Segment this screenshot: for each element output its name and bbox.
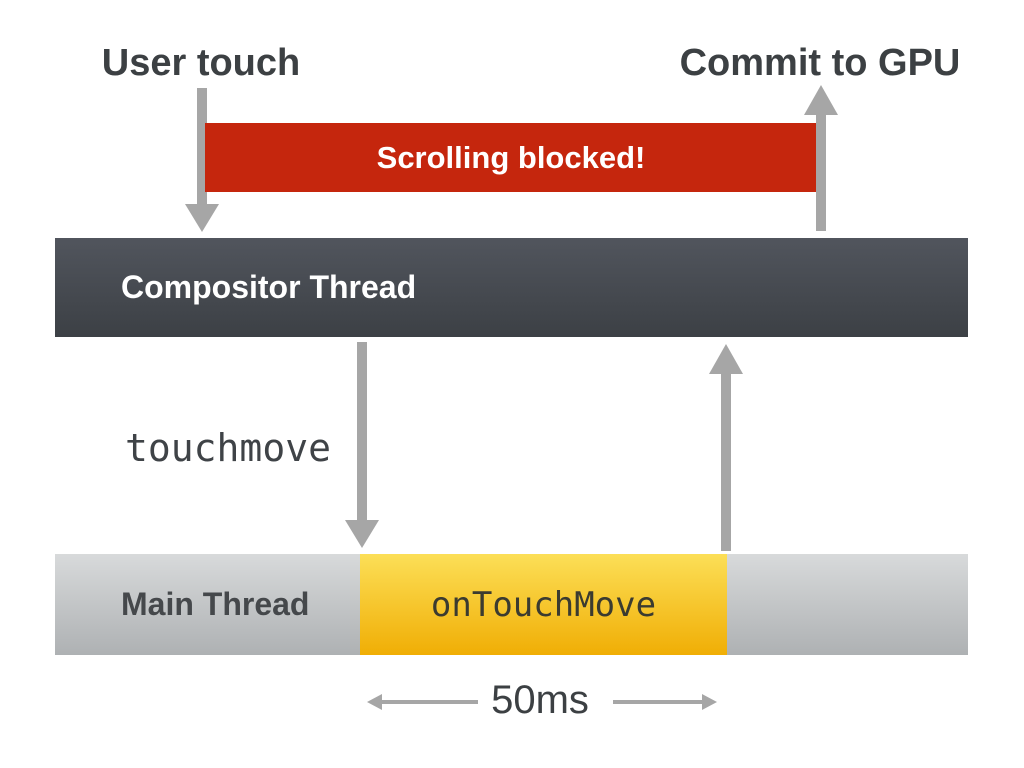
arrow-shaft (197, 88, 207, 204)
arrow-shaft (357, 342, 367, 520)
scrolling-blocked-bar: Scrolling blocked! (205, 123, 817, 192)
main-thread-label: Main Thread (121, 586, 310, 622)
user-touch-label: User touch (101, 42, 301, 84)
arrow-shaft (382, 700, 478, 704)
arrow-head-down (345, 520, 379, 548)
touchmove-down-arrow-icon (345, 342, 379, 548)
commit-up-arrow-icon (804, 85, 838, 231)
arrow-head-up (804, 85, 838, 115)
arrow-head-up (709, 344, 743, 374)
user-touch-down-arrow-icon (185, 88, 219, 232)
arrow-shaft (721, 374, 731, 551)
main-thread-busy-segment: onTouchMove (360, 554, 727, 655)
duration-right-arrow-icon (613, 694, 717, 710)
main-thread-bar: onTouchMove Main Thread (55, 554, 968, 655)
compositor-thread-label: Compositor Thread (121, 269, 417, 305)
arrow-shaft (613, 700, 702, 704)
arrow-head-right (702, 694, 717, 710)
compositor-thread-bar: Compositor Thread (55, 238, 968, 337)
reply-up-arrow-icon (709, 344, 743, 551)
duration-label: 50ms (491, 678, 589, 722)
scrolling-blocked-label: Scrolling blocked! (376, 139, 646, 175)
arrow-shaft (816, 115, 826, 231)
duration-left-arrow-icon (367, 694, 478, 710)
arrow-head-down (185, 204, 219, 232)
on-touch-move-label: onTouchMove (430, 584, 657, 625)
arrow-head-left (367, 694, 382, 710)
touchmove-event-label: touchmove (125, 426, 331, 470)
commit-to-gpu-label: Commit to GPU (679, 42, 961, 84)
